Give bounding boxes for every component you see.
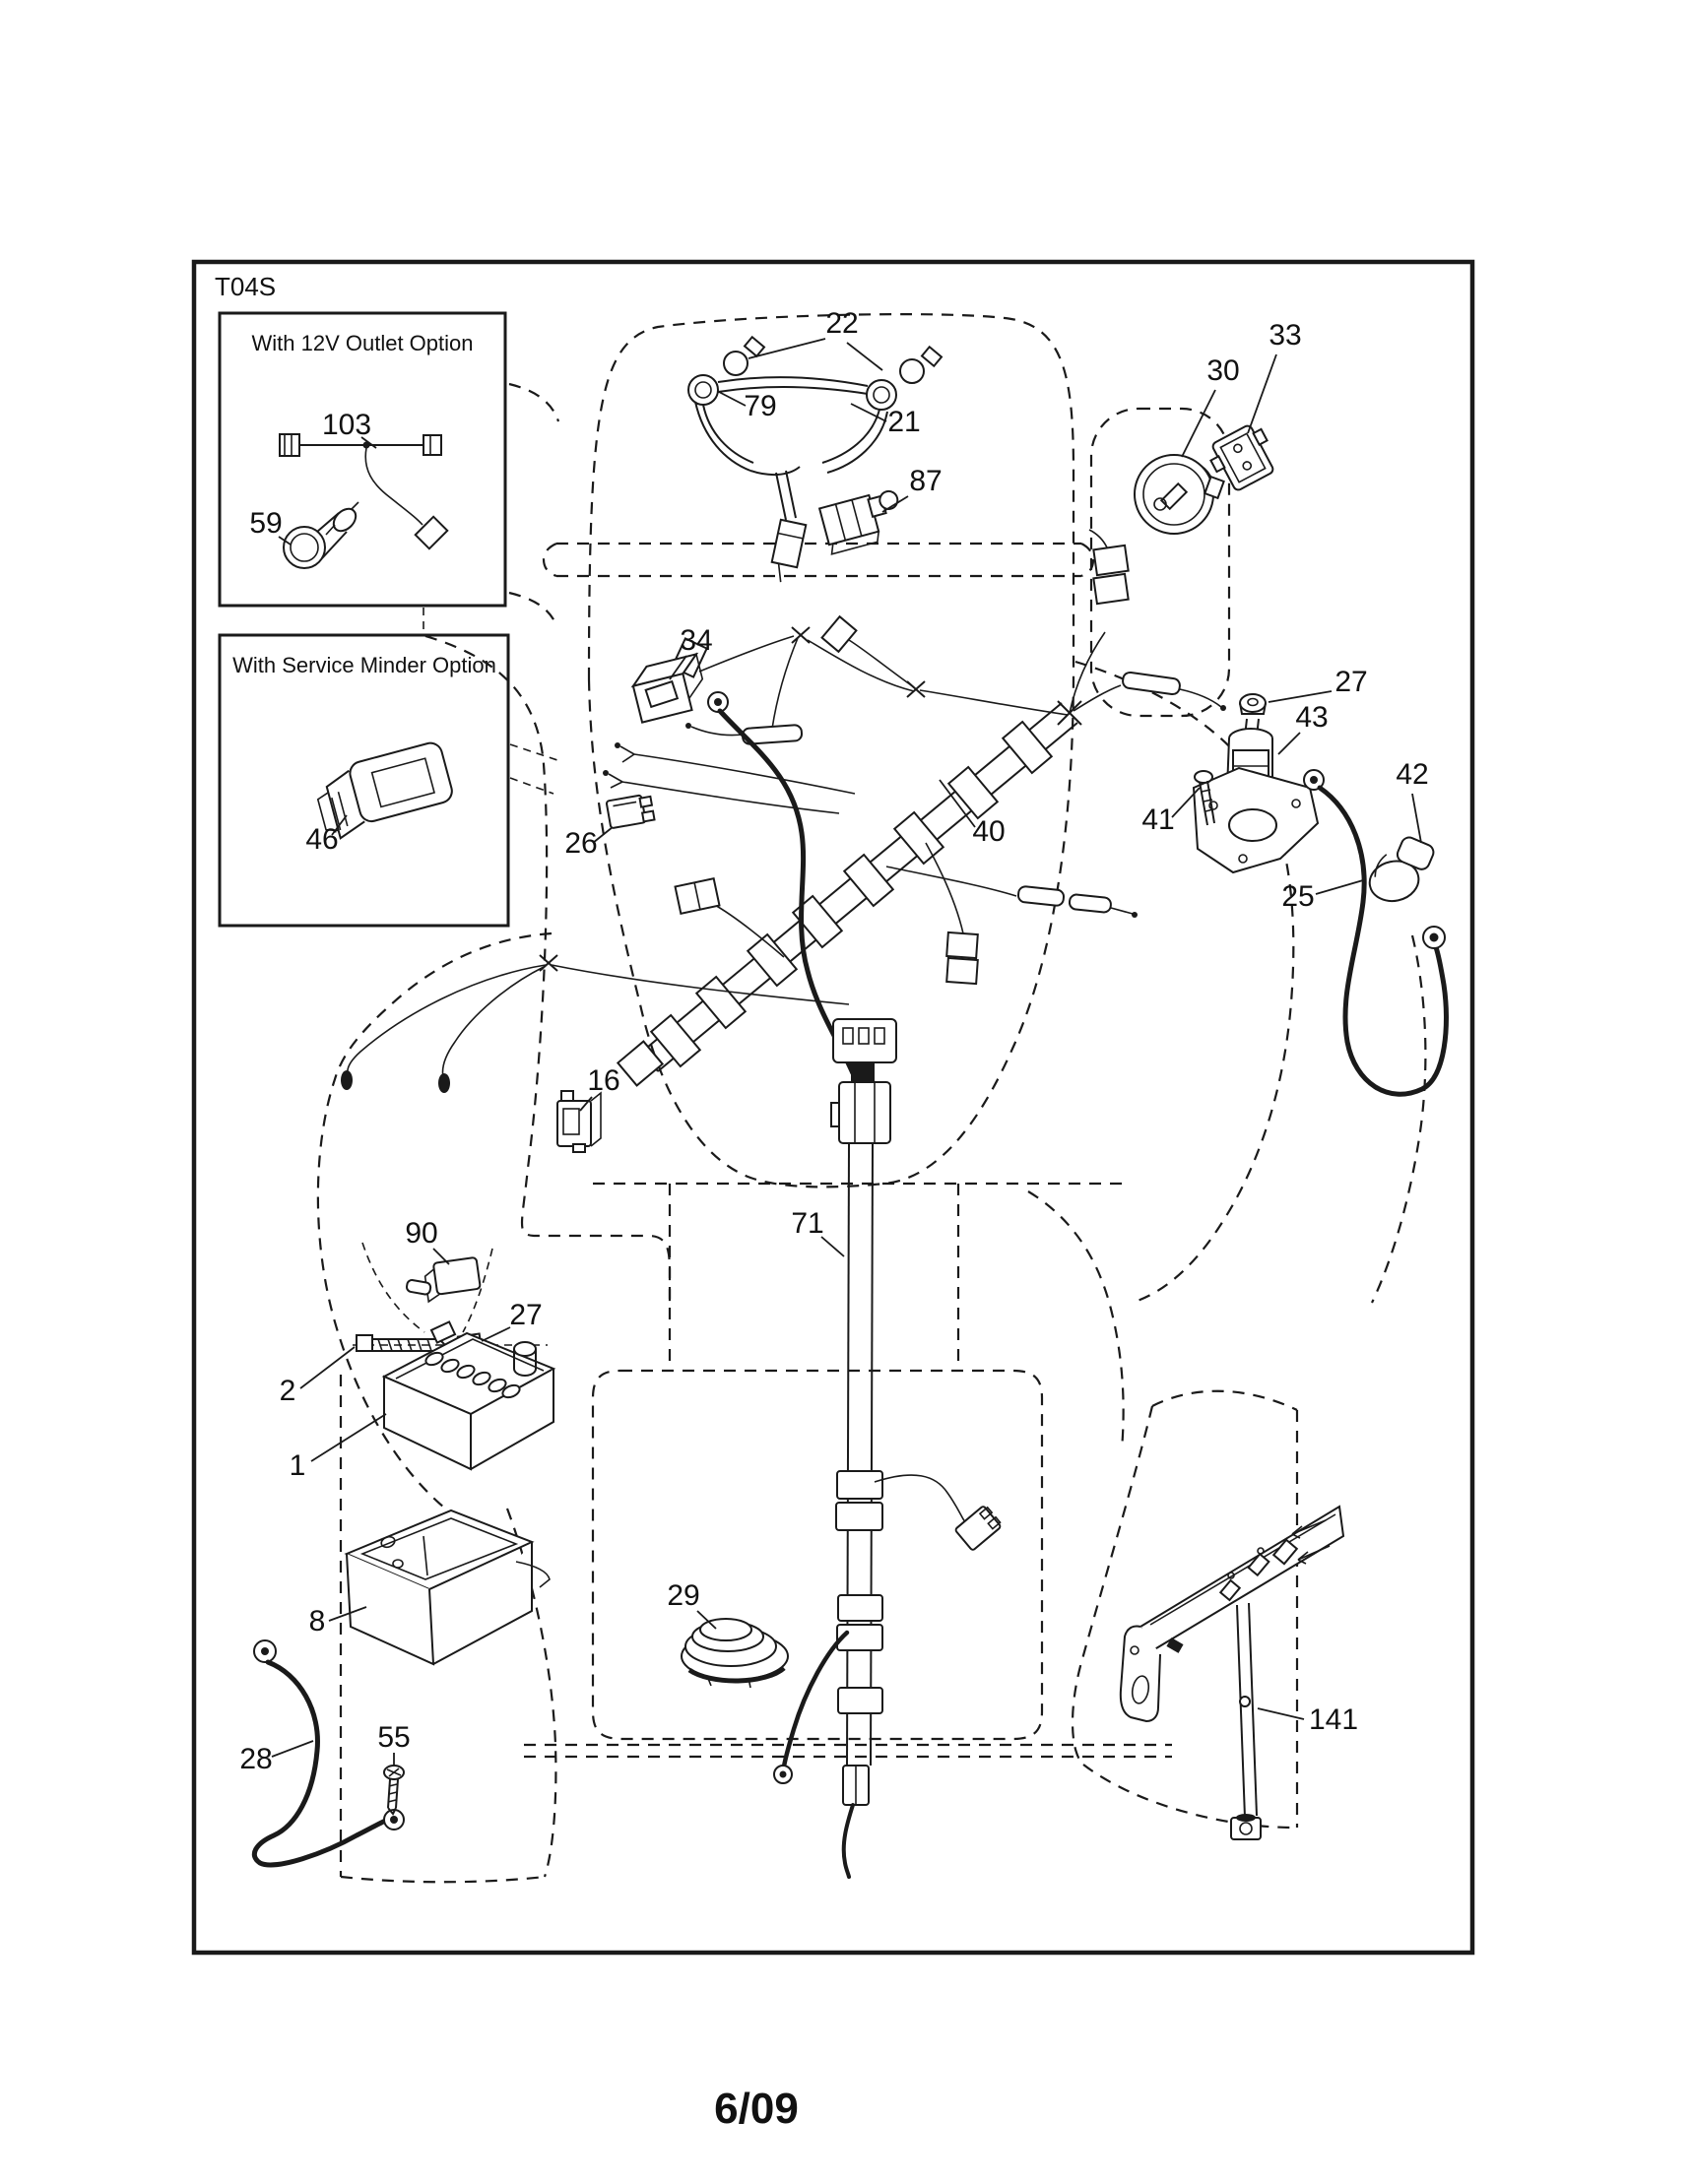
solenoid-assembly <box>1192 693 1449 1097</box>
harness-clips <box>649 720 1054 1068</box>
diagram-border <box>191 259 1475 1956</box>
inset-service-minder-title: With Service Minder Option <box>232 653 496 677</box>
label-40: 40 <box>972 815 1005 848</box>
inset-12v-outlet: With 12V Outlet Option <box>218 311 507 608</box>
figure-code: T04S <box>215 272 276 301</box>
label-8: 8 <box>309 1605 326 1638</box>
leader-lines <box>271 338 1422 1766</box>
battery-group <box>353 1320 556 1471</box>
harness-12v-icon <box>279 433 449 550</box>
connector-90-icon <box>405 1256 482 1304</box>
battery-box-icon <box>344 1509 551 1666</box>
label-34: 34 <box>680 624 712 657</box>
label-30: 30 <box>1206 354 1239 387</box>
label-29: 29 <box>667 1579 699 1612</box>
interlock-switch-icon <box>630 652 704 724</box>
fuse-icon <box>606 794 656 829</box>
part-labels: 103 59 46 22 79 21 87 33 30 27 43 42 41 … <box>239 307 1428 1775</box>
outlet-12v-icon <box>283 501 359 569</box>
ground-cable <box>251 1639 405 1868</box>
label-22: 22 <box>825 307 858 340</box>
page-date-code: 6/09 <box>714 2085 799 2133</box>
inset-service-minder: With Service Minder Option <box>218 608 510 928</box>
label-141: 141 <box>1309 1703 1358 1736</box>
label-46: 46 <box>305 823 338 856</box>
label-21: 21 <box>887 406 920 438</box>
label-87: 87 <box>909 465 942 497</box>
label-71: 71 <box>791 1207 823 1240</box>
headlight-harness <box>687 335 944 583</box>
plunger-switch-icon <box>556 1090 602 1153</box>
tractor-body-outline <box>316 313 1427 1884</box>
label-55: 55 <box>377 1721 410 1754</box>
label-2: 2 <box>280 1375 296 1407</box>
label-59: 59 <box>249 507 282 540</box>
grommet-icon <box>681 1618 789 1689</box>
main-harness <box>341 529 1226 1093</box>
light-switch-icon <box>817 489 899 555</box>
circuit-breaker-icon <box>1209 424 1274 491</box>
inset-12v-title: With 12V Outlet Option <box>252 331 474 355</box>
label-28: 28 <box>239 1743 272 1775</box>
label-16: 16 <box>587 1064 619 1097</box>
label-27-battery: 27 <box>509 1299 542 1331</box>
label-43: 43 <box>1295 701 1328 734</box>
label-1: 1 <box>290 1449 306 1482</box>
label-103: 103 <box>322 409 371 441</box>
ignition-switch-icon <box>1134 454 1225 535</box>
bracket-141 <box>1119 1505 1345 1840</box>
label-90: 90 <box>405 1217 437 1250</box>
label-79: 79 <box>744 390 776 422</box>
service-minder-icon <box>316 741 453 840</box>
label-42: 42 <box>1396 758 1428 791</box>
label-26: 26 <box>564 827 597 860</box>
label-41: 41 <box>1141 803 1174 836</box>
label-25: 25 <box>1281 880 1314 913</box>
seat-harness <box>707 691 1002 1879</box>
label-33: 33 <box>1269 319 1301 352</box>
label-27-solenoid: 27 <box>1334 666 1367 698</box>
